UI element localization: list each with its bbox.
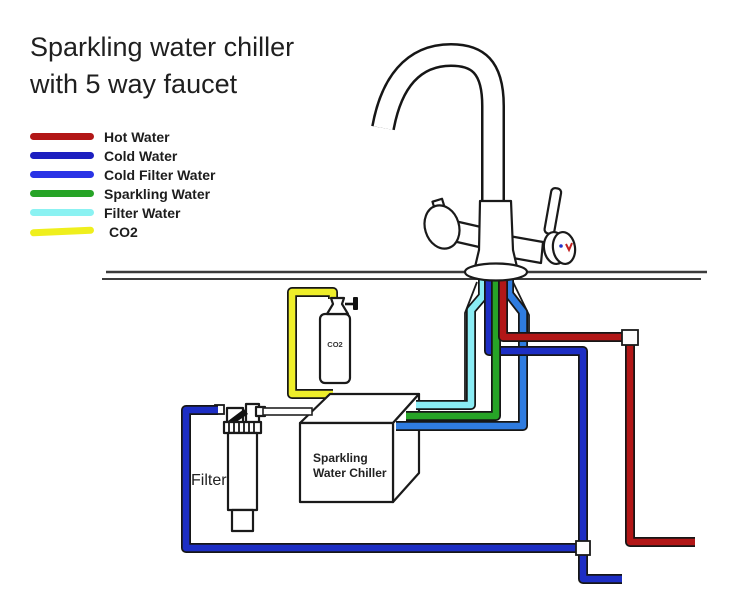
cold-water-tee-connector bbox=[575, 540, 591, 556]
chiller-box bbox=[298, 392, 421, 504]
hot-indicator-mark bbox=[565, 242, 573, 253]
chiller-label-line-1: Sparkling bbox=[313, 451, 368, 465]
co2-bottle-label: CO2 bbox=[327, 340, 342, 349]
faucet-lever-handle bbox=[543, 186, 563, 235]
legend-item-hot-water: Hot Water bbox=[30, 129, 170, 145]
faucet-body bbox=[473, 199, 519, 269]
legend-item-filter-water: Filter Water bbox=[30, 205, 181, 221]
legend-swatch-cold-filter-water bbox=[30, 171, 94, 178]
legend-swatch-co2 bbox=[30, 226, 94, 237]
faucet-left-knob bbox=[423, 204, 461, 250]
co2-bottle-neck bbox=[325, 296, 350, 316]
title-line-2: with 5 way faucet bbox=[29, 69, 238, 99]
pipe-co2 bbox=[287, 287, 338, 399]
pipe-cold-water bbox=[181, 280, 622, 584]
legend-label-cold-filter-water: Cold Filter Water bbox=[104, 167, 216, 183]
countertop-lines bbox=[102, 270, 707, 280]
pipe-hot-water bbox=[498, 280, 695, 547]
legend-item-co2: CO2 bbox=[30, 224, 138, 240]
faucet-spout bbox=[373, 45, 503, 214]
legend-swatch-sparkling-water bbox=[30, 190, 94, 197]
filter-cartridge-foot bbox=[230, 508, 255, 533]
faucet-disc bbox=[551, 230, 577, 266]
legend-label-cold-water: Cold Water bbox=[104, 148, 178, 164]
legend-swatch-cold-water bbox=[30, 152, 94, 159]
pipe-bundle-outline bbox=[464, 281, 530, 402]
page-title: Sparkling water chiller with 5 way fauce… bbox=[29, 32, 294, 99]
legend-label-sparkling-water: Sparkling Water bbox=[104, 186, 211, 202]
pipe-filter-water bbox=[416, 280, 488, 410]
faucet bbox=[371, 42, 577, 282]
pipe-cold-filter-water bbox=[396, 280, 528, 431]
cold-indicator-dot bbox=[559, 244, 563, 248]
legend-label-co2: CO2 bbox=[109, 224, 138, 240]
co2-bottle-valve bbox=[345, 297, 358, 310]
filter-label: Filter bbox=[191, 472, 227, 489]
filter-assembly bbox=[214, 402, 313, 533]
chiller-label-line-2: Water Chiller bbox=[313, 466, 387, 480]
legend-label-hot-water: Hot Water bbox=[104, 129, 170, 145]
pipe-sparkling-water bbox=[406, 280, 501, 421]
chiller-label: Sparkling Water Chiller bbox=[313, 451, 387, 480]
legend-item-cold-filter-water: Cold Filter Water bbox=[30, 167, 216, 183]
filtered-water-pipe bbox=[262, 407, 313, 416]
co2-bottle bbox=[318, 296, 358, 385]
faucet-base-flange bbox=[463, 262, 529, 282]
legend-item-cold-water: Cold Water bbox=[30, 148, 178, 164]
legend-swatch-filter-water bbox=[30, 209, 94, 216]
legend-label-filter-water: Filter Water bbox=[104, 205, 181, 221]
filter-cartridge-body bbox=[226, 431, 259, 512]
legend-item-sparkling-water: Sparkling Water bbox=[30, 186, 211, 202]
hot-water-connector bbox=[621, 329, 639, 346]
filter-cap bbox=[222, 420, 263, 435]
title-line-1: Sparkling water chiller bbox=[30, 32, 294, 62]
legend: Hot Water Cold Water Cold Filter Water S… bbox=[30, 129, 216, 240]
legend-swatch-hot-water bbox=[30, 133, 94, 140]
chiller-front-face bbox=[298, 421, 395, 504]
